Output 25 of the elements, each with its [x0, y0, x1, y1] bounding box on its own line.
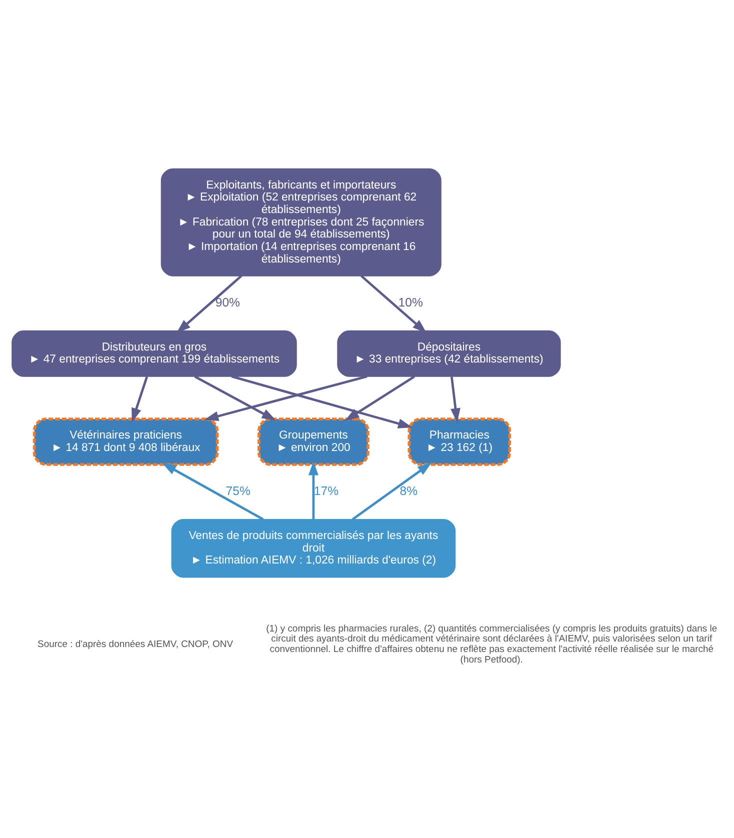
label: Source : d'après données AIEMV, CNOP, ONV [38, 638, 234, 650]
arrow [344, 376, 416, 421]
edge-label: 75% [226, 484, 250, 498]
arrow [231, 375, 412, 428]
arrow [450, 376, 460, 423]
edge-label: 90% [215, 296, 240, 310]
node-box: Exploitants, fabricants et importateurs ► Exploitation (52 entreprises comprenant 62 établissements) ► Fabrication (78 entreprises dont 25 façonniers pour un total de 94 établissements) ► Importation (14 entreprises comprenant 16 établissements) [160, 168, 442, 276]
arrow [308, 461, 318, 520]
arrow [194, 376, 276, 421]
arrow [360, 275, 427, 334]
arrow [132, 376, 148, 422]
arrow [176, 275, 242, 334]
arrow [162, 462, 264, 520]
arrow [204, 375, 368, 422]
edge-label: 17% [314, 484, 339, 498]
node-box: Vétérinaires praticiens ► 14 871 dont 9 408 libéraux [32, 418, 219, 466]
node-box: Ventes de produits commercialisés par les ayants droit ► Estimation AIEMV : 1,026 milliards d'euros (2) [171, 519, 456, 578]
edge-label: 8% [400, 484, 418, 498]
node-box: Pharmacies ► 23 162 (1) [408, 418, 512, 466]
node-box: Distributeurs en gros ► 47 entreprises comprenant 199 établissements [12, 330, 297, 377]
label: (1) y compris les pharmacies rurales, (2) quantités commercialisées (y compris les produits gratuits) dans le circuit des ayants-droit du médicament vétérinaire sont déclarées à l'AIEMV, puis valorisées selon un tarif conventionnel. Le chiffre d'affaires obtenu ne reflète pas exactement l'activité réelle réalisée sur le marché (hors Petfood). [266, 623, 718, 666]
node-box: Dépositaires ► 33 entreprises (42 établissements) [337, 330, 561, 377]
edge-label: 10% [398, 296, 423, 310]
node-box: Groupements ► environ 200 [258, 418, 370, 466]
arrow [352, 462, 432, 520]
